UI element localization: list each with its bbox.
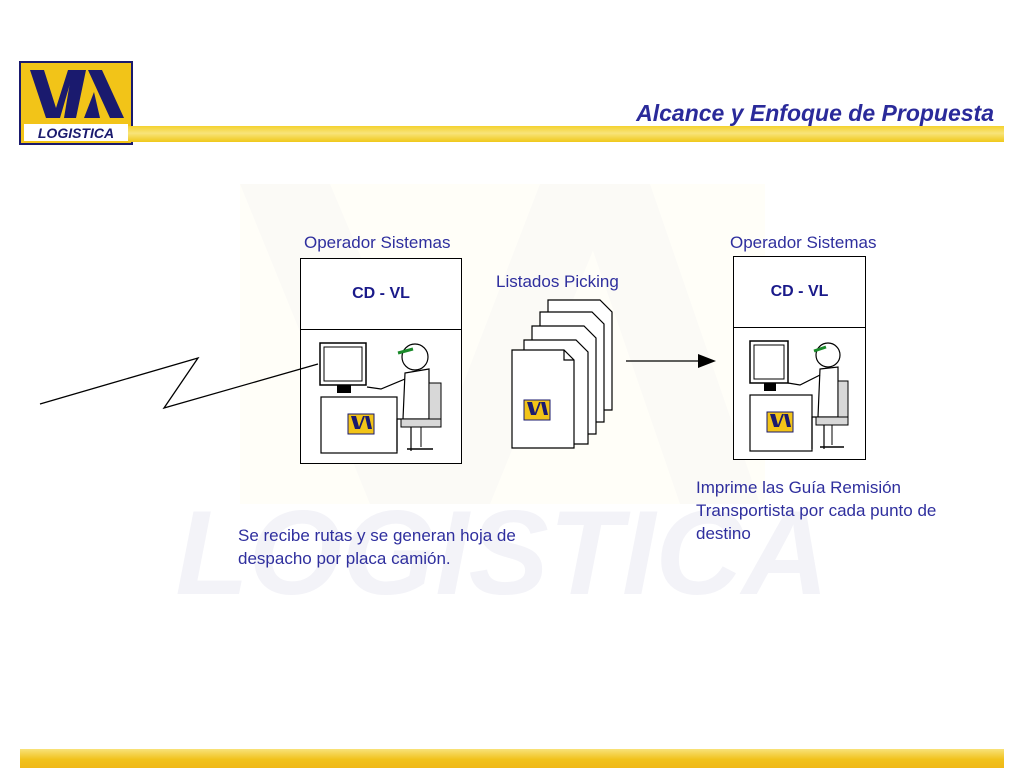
- right-station-label: CD - VL: [770, 283, 829, 300]
- left-station-header: CD - VL: [301, 259, 461, 330]
- left-station-box: CD - VL: [300, 258, 462, 464]
- header-bar: [128, 126, 1004, 142]
- left-station-label: CD - VL: [352, 285, 410, 302]
- right-station-header: CD - VL: [734, 257, 865, 328]
- right-station-box: CD - VL: [733, 256, 866, 460]
- company-logo: LOGISTICA: [19, 61, 133, 145]
- left-description: Se recibe rutas y se generan hoja de des…: [238, 526, 516, 568]
- footer-bar: [20, 749, 1004, 768]
- right-operator-illustration: [749, 340, 849, 452]
- page-title: Alcance y Enfoque de Propuesta: [636, 100, 994, 126]
- left-operator-illustration: [319, 342, 442, 454]
- right-operator-label: Operador Sistemas: [730, 233, 877, 252]
- picking-documents-stack: [511, 299, 613, 449]
- logo-text: LOGISTICA: [38, 125, 114, 141]
- documents-label: Listados Picking: [496, 272, 619, 291]
- left-operator-label: Operador Sistemas: [304, 233, 451, 252]
- right-description: Imprime las Guía Remisión Transportista …: [696, 478, 937, 543]
- watermark-text: LOGISTICA: [175, 486, 828, 620]
